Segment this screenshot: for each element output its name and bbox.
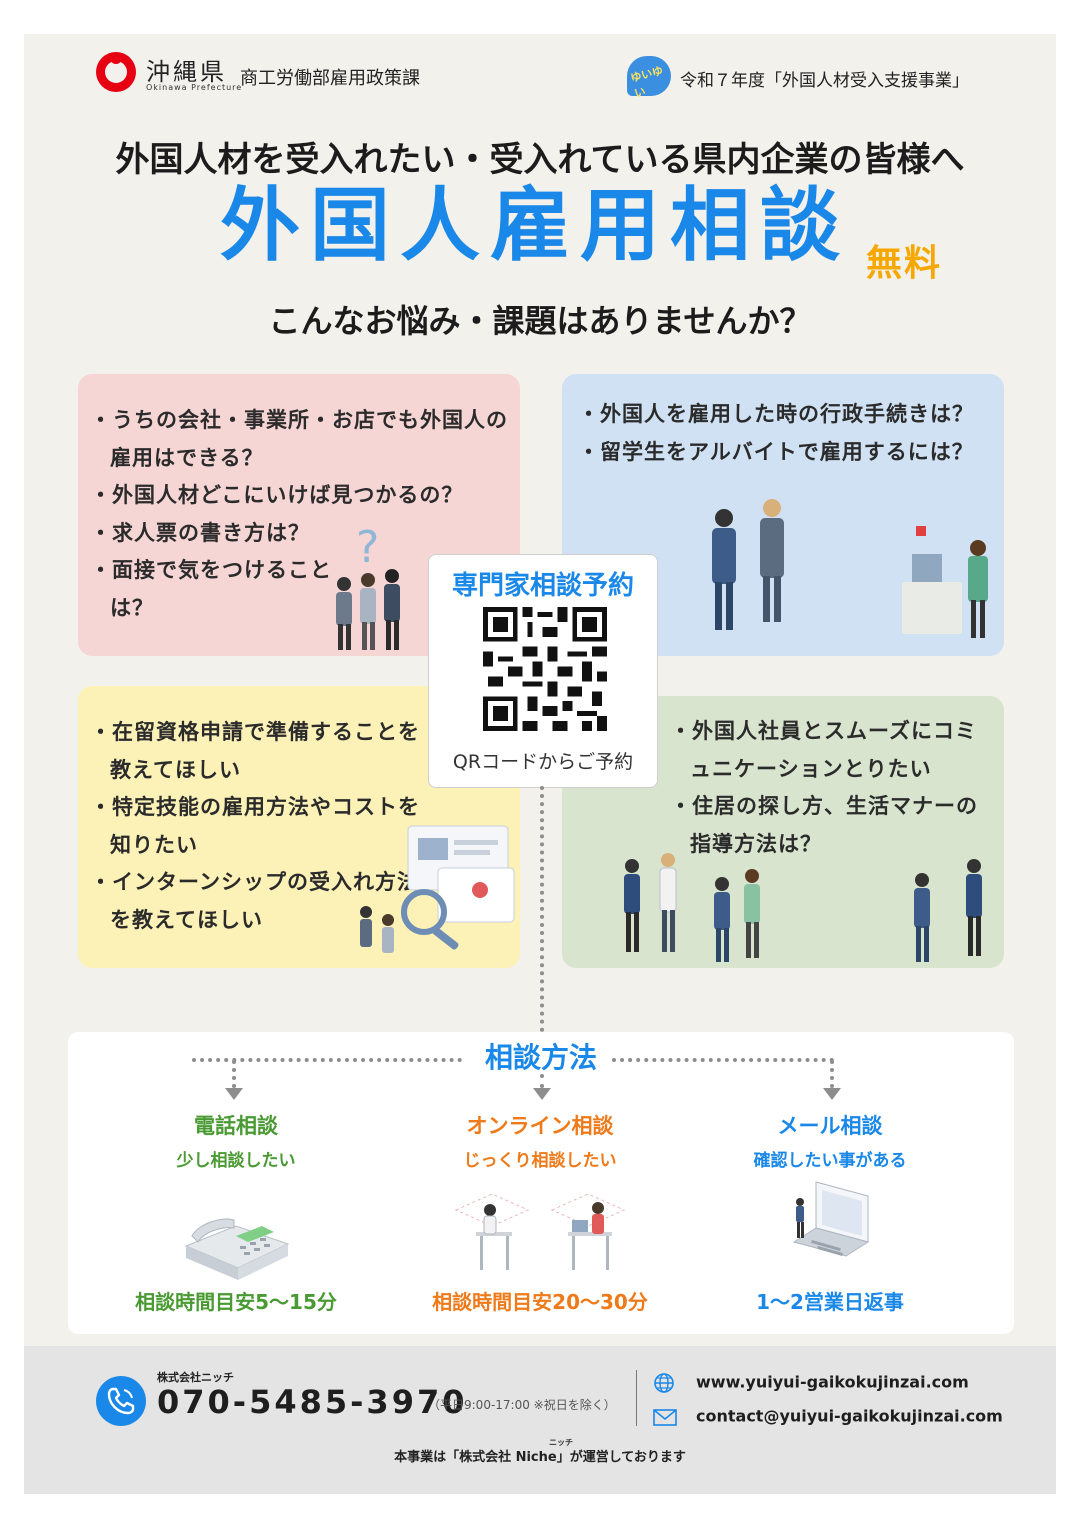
globe-icon <box>654 1373 674 1393</box>
qr-title: 専門家相談予約 <box>451 571 634 601</box>
list-item: 面接で気をつけることは？ <box>90 552 340 627</box>
prefecture-name-en: Okinawa Prefecture <box>146 83 243 92</box>
method-name: 電話相談 <box>194 1114 278 1138</box>
list-item: 特定技能の雇用方法やコストを知りたい <box>90 789 430 864</box>
qr-caption: QRコードからご予約 <box>452 751 634 773</box>
website-link[interactable]: www.yuiyui-gaikokujinzai.com <box>696 1372 969 1392</box>
concern-list: 在留資格申請で準備することを教えてほしい 特定技能の雇用方法やコストを知りたい … <box>90 714 430 940</box>
business-hours: （平日9:00-17:00 ※祝日を除く） <box>428 1398 616 1412</box>
people-question-illustration: ? <box>336 522 400 650</box>
okinawa-prefecture-logo <box>96 52 136 92</box>
method-subtitle: 少し相談したい <box>176 1151 296 1171</box>
concern-list: うちの会社・事業所・お店でも外国人の雇用はできる？ 外国人材どこにいけば見つかる… <box>90 402 510 628</box>
arrow-down-icon <box>823 1088 841 1100</box>
department-name: 商工労働部雇用政策課 <box>240 68 420 89</box>
free-badge: 無料 <box>866 243 943 284</box>
yuiyui-logo-text: ゆいゆい <box>629 64 665 101</box>
methods-title: 相談方法 <box>484 1041 597 1074</box>
concern-list: 外国人を雇用した時の行政手続きは？ 留学生をアルバイトで雇用するには？ <box>578 396 998 471</box>
list-item: 外国人を雇用した時の行政手続きは？ <box>578 396 998 434</box>
svg-text:?: ? <box>356 522 379 573</box>
method-name: オンライン相談 <box>466 1114 614 1138</box>
qr-code[interactable] <box>483 607 607 731</box>
divider <box>636 1370 637 1426</box>
company-name: 株式会社ニッチ <box>157 1371 234 1384</box>
niche-ruby: ニッチ <box>549 1438 573 1447</box>
method-phone: 電話相談 少し相談したい <box>136 1110 336 1171</box>
laptop-illustration <box>792 1181 870 1257</box>
telephone-illustration <box>184 1218 290 1280</box>
mail-icon <box>653 1409 677 1426</box>
arrow-down-icon <box>533 1088 551 1100</box>
yuiyui-logo: ゆいゆい <box>627 56 671 100</box>
documents-search-illustration <box>360 825 515 953</box>
list-item: 在留資格申請で準備することを教えてほしい <box>90 714 430 789</box>
handshake-illustration <box>712 499 988 638</box>
method-subtitle: 確認したい事がある <box>753 1151 907 1171</box>
connector-line <box>540 1074 544 1088</box>
connector-line <box>612 1058 834 1062</box>
method-note: 相談時間目安20〜30分 <box>432 1290 648 1314</box>
lead-heading: 外国人材を受入れたい・受入れている県内企業の皆様へ <box>115 140 965 180</box>
question-heading: こんなお悩み・課題はありませんか？ <box>268 302 812 340</box>
reservation-qr-card[interactable]: 専門家相談予約 QRコードからご予約 <box>428 554 658 788</box>
operator-notice: 本事業は「株式会社 Niche」が運営しております <box>394 1450 686 1465</box>
prefecture-name: 沖縄県 <box>146 58 227 86</box>
connector-line <box>192 1058 462 1062</box>
phone-icon[interactable] <box>96 1376 146 1426</box>
list-item: うちの会社・事業所・お店でも外国人の雇用はできる？ <box>90 402 510 477</box>
online-meeting-illustration <box>454 1193 626 1270</box>
method-email: メール相談 確認したい事がある <box>730 1110 930 1171</box>
email-link[interactable]: contact@yuiyui-gaikokujinzai.com <box>696 1406 1003 1426</box>
team-communication-illustration <box>624 853 982 962</box>
project-name: 令和７年度「外国人材受入支援事業」 <box>680 71 969 91</box>
contact-footer: 株式会社ニッチ 070-5485-3970 （平日9:00-17:00 ※祝日を… <box>24 1346 1056 1494</box>
list-item: 留学生をアルバイトで雇用するには？ <box>578 434 998 472</box>
connector-line <box>232 1060 236 1088</box>
list-item: 住居の探し方、生活マナーの指導方法は？ <box>670 788 990 863</box>
website-row[interactable]: www.yuiyui-gaikokujinzai.com <box>652 1372 969 1394</box>
list-item: インターンシップの受入れ方法を教えてほしい <box>90 864 420 939</box>
main-title: 外国人雇用相談 <box>220 179 850 272</box>
list-item: 外国人材どこにいけば見つかるの？ <box>90 477 510 515</box>
method-subtitle: じっくり相談したい <box>463 1151 617 1171</box>
connector-line <box>830 1060 834 1088</box>
concern-list: 外国人社員とスムーズにコミュニケーションとりたい 住居の探し方、生活マナーの指導… <box>670 713 990 863</box>
arrow-down-icon <box>225 1088 243 1100</box>
method-online: オンライン相談 じっくり相談したい <box>440 1110 640 1171</box>
flyer-page: 沖縄県 Okinawa Prefecture 商工労働部雇用政策課 ゆいゆい 令… <box>24 34 1056 1494</box>
concern-box-pink: うちの会社・事業所・お店でも外国人の雇用はできる？ 外国人材どこにいけば見つかる… <box>78 374 520 656</box>
phone-number[interactable]: 070-5485-3970 <box>157 1383 468 1421</box>
connector-line <box>540 786 544 1032</box>
email-row[interactable]: contact@yuiyui-gaikokujinzai.com <box>652 1406 1003 1428</box>
method-name: メール相談 <box>777 1114 883 1138</box>
method-note: 相談時間目安5〜15分 <box>135 1290 337 1314</box>
list-item: 外国人社員とスムーズにコミュニケーションとりたい <box>670 713 990 788</box>
list-item: 求人票の書き方は？ <box>90 515 510 553</box>
method-note: 1〜2営業日返事 <box>756 1290 904 1314</box>
concern-box-blue: 外国人を雇用した時の行政手続きは？ 留学生をアルバイトで雇用するには？ <box>562 374 1004 656</box>
